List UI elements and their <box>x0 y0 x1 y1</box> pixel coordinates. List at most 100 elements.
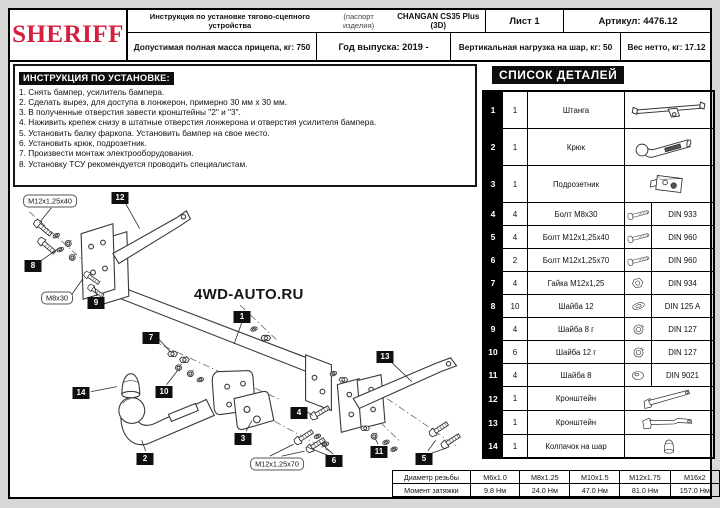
part-callout-1: 1 <box>233 311 251 323</box>
part-qty: 10 <box>502 294 528 318</box>
part-callout-3: 3 <box>234 433 252 445</box>
part-qty: 1 <box>502 90 528 129</box>
socket-icon <box>649 175 683 193</box>
part-qty: 1 <box>502 410 528 435</box>
part-qty: 1 <box>502 128 528 166</box>
instruction-step: 6. Установить крюк, подрозетник. <box>19 137 147 148</box>
fastener-size-label: М8х30 <box>41 291 73 305</box>
part-icon-cell <box>624 363 652 387</box>
part-number: 12 <box>482 386 503 411</box>
torque-value: М12х1.75 <box>619 470 671 484</box>
instruction-step: 1. Снять бампер, усилитель бампера. <box>19 86 165 97</box>
part-qty: 1 <box>502 386 528 411</box>
part-qty: 6 <box>502 340 528 364</box>
instructions-title: ИНСТРУКЦИЯ ПО УСТАНОВКЕ: <box>19 71 174 85</box>
torque-value: 81.0 Нм <box>619 483 671 497</box>
hook-icon <box>635 138 693 158</box>
part-icon-cell <box>624 317 652 341</box>
torque-row-label: Момент затяжки <box>392 483 471 497</box>
site-watermark: 4WD-AUTO.RU <box>194 286 304 303</box>
part-icon-cell <box>624 386 715 411</box>
part-din: DIN 127 <box>651 340 715 364</box>
part-name: Крюк <box>527 128 625 166</box>
part-number: 5 <box>482 225 503 249</box>
big-washer-icon <box>632 370 644 380</box>
installation-instructions-box: ИНСТРУКЦИЯ ПО УСТАНОВКЕ: 1. Снять бампер… <box>13 64 477 187</box>
sheet-number: Лист 1 <box>485 10 563 33</box>
part-callout-13: 13 <box>376 351 394 363</box>
part-qty: 4 <box>502 225 528 249</box>
exploded-view-diagram <box>29 203 462 457</box>
part-name: Кронштейн <box>527 410 625 435</box>
part-qty: 2 <box>502 248 528 272</box>
instruction-step: 3. В полученные отверстия завести кроншт… <box>19 107 241 118</box>
cap-icon <box>663 439 675 454</box>
bracket-left-icon <box>642 417 693 430</box>
part-din: DIN 9021 <box>651 363 715 387</box>
part-icon-cell <box>624 271 652 295</box>
part-qty: 4 <box>502 317 528 341</box>
part-icon-cell <box>624 202 652 226</box>
part-callout-14: 14 <box>72 387 90 399</box>
part-name: Колпачок на шар <box>527 434 625 459</box>
part-number: 1 <box>482 90 503 129</box>
trailer-mass: Допустимая полная масса прицепа, кг: 750 <box>133 41 311 52</box>
bolt-icon <box>626 208 650 220</box>
part-callout-7: 7 <box>142 332 160 344</box>
part-name: Шайба 12 <box>527 294 625 318</box>
part-callout-6: 6 <box>325 455 343 467</box>
part-icon-cell <box>624 434 715 459</box>
washer-icon <box>631 300 645 312</box>
part-icon-cell <box>624 128 715 166</box>
article-number: Артикул: 4476.12 <box>563 10 712 33</box>
part-name: Болт М12х1,25х70 <box>527 248 625 272</box>
spring-washer-icon <box>633 323 645 334</box>
part-number: 2 <box>482 128 503 166</box>
instruction-steps-list: 1. Снять бампер, усилитель бампера.2. Сд… <box>19 87 471 169</box>
part-callout-11: 11 <box>370 446 388 458</box>
header-divider <box>10 60 712 62</box>
vehicle-model: CHANGAN CS35 Plus (3D) <box>397 12 480 30</box>
part-name: Болт М8х30 <box>527 202 625 226</box>
part-qty: 4 <box>502 363 528 387</box>
part-number: 9 <box>482 317 503 341</box>
torque-value: М10х1.5 <box>569 470 621 484</box>
part-number: 3 <box>482 165 503 203</box>
part-callout-9: 9 <box>87 297 105 309</box>
instruction-step: 8. Установку ТСУ рекомендуется проводить… <box>19 158 248 169</box>
part-icon-cell <box>624 340 652 364</box>
net-weight: Вес нетто, кг: 17.12 <box>620 33 712 60</box>
logo-cell: SHERIFF <box>10 10 128 60</box>
part-icon-cell <box>624 165 715 203</box>
part-number: 8 <box>482 294 503 318</box>
part-number: 11 <box>482 363 503 387</box>
bolt-icon <box>626 254 650 266</box>
fastener-size-label: М12х1,25х40 <box>23 194 77 208</box>
part-qty: 4 <box>502 271 528 295</box>
title-note: (паспорт изделия) <box>342 12 375 30</box>
part-name: Гайка М12х1,25 <box>527 271 625 295</box>
part-callout-12: 12 <box>111 192 129 204</box>
fastener-size-label: М12х1,25х70 <box>250 457 304 471</box>
part-number: 10 <box>482 340 503 364</box>
vertical-load: Вертикальная нагрузка на шар, кг: 50 <box>450 33 620 60</box>
part-qty: 1 <box>502 165 528 203</box>
part-name: Шайба 8 г <box>527 317 625 341</box>
part-name: Шайба 12 г <box>527 340 625 364</box>
part-icon-cell <box>624 294 652 318</box>
part-qty: 4 <box>502 202 528 226</box>
part-din: DIN 933 <box>651 202 715 226</box>
part-number: 7 <box>482 271 503 295</box>
